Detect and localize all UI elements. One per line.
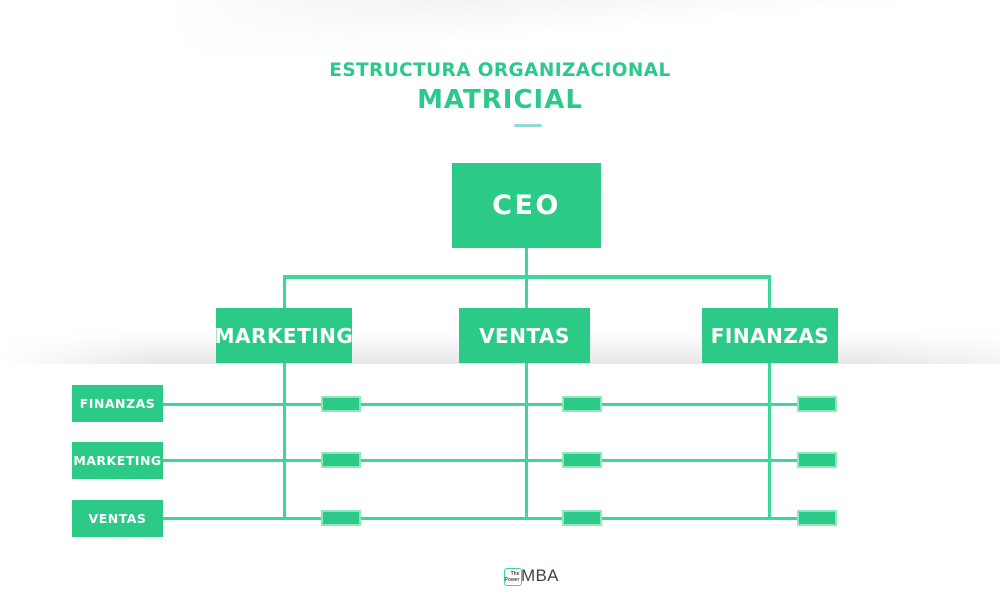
ceo-connector-line (524, 248, 528, 276)
logo-word-bottom: Power (504, 577, 520, 583)
ventas-row-line (163, 517, 837, 520)
row-label-ventas: VENTAS (72, 500, 163, 537)
column-box-finanzas: FINANZAS (702, 308, 838, 363)
diagram-title-line2: MATRICIAL (417, 85, 583, 115)
ceo-box: CEO (452, 163, 601, 248)
matrix-node (321, 396, 361, 412)
column-box-ventas: VENTAS (459, 308, 590, 363)
column-box-marketing: MARKETING (215, 308, 353, 363)
diagram-title-line1: ESTRUCTURA ORGANIZACIONAL (329, 60, 671, 81)
matrix-node (797, 396, 837, 412)
ventas-connector-stub (524, 276, 528, 308)
finanzas-row-line (163, 403, 837, 406)
matrix-node (562, 396, 602, 412)
logo-suffix: MBA (521, 566, 559, 585)
finanzas-column-line (767, 363, 771, 519)
matrix-node (797, 510, 837, 526)
logo-word-top: The (510, 571, 520, 577)
title-underline-dash (514, 124, 542, 127)
ventas-column-line (524, 363, 528, 519)
finanzas-connector-stub (767, 276, 771, 308)
matrix-node (321, 510, 361, 526)
logo-square-icon: The Power (504, 568, 522, 586)
matrix-node (797, 452, 837, 468)
matrix-node (321, 452, 361, 468)
marketing-column-line (282, 363, 286, 519)
top-sheet-shadow (170, 0, 1000, 52)
matrix-node (562, 510, 602, 526)
marketing-connector-stub (282, 276, 286, 308)
row-label-finanzas: FINANZAS (72, 385, 163, 422)
row-label-marketing: MARKETING (72, 442, 163, 479)
matrix-node (562, 452, 602, 468)
marketing-row-line (163, 459, 837, 462)
